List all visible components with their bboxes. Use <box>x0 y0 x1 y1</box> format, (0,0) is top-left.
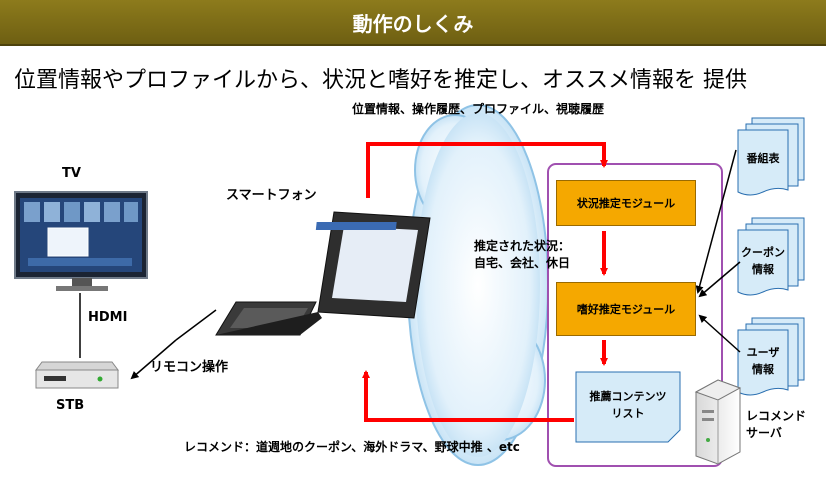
cloud-text-line: 推定された状況： <box>474 238 570 255</box>
stb-label: STB <box>56 398 84 413</box>
recommend-list-label: 推薦コンテンツ リスト <box>576 388 680 422</box>
server-icon <box>696 380 740 464</box>
user-info-line: ユーザ <box>738 344 788 361</box>
smartphone-label: スマートフォン <box>226 184 317 203</box>
coupon-info-line: 情報 <box>738 261 788 278</box>
remote-control-link <box>176 310 216 340</box>
recommend-server-label: レコメンド サーバ <box>746 408 806 442</box>
remote-control-label: リモコン操作 <box>150 356 228 375</box>
smartphone-icon <box>216 212 430 335</box>
preference-estimation-module: 嗜好推定モジュール <box>556 282 696 336</box>
cloud-text-line: 自宅、会社、休日 <box>474 255 570 272</box>
server-label-line: レコメンド <box>746 408 806 425</box>
cloud-shape <box>408 105 548 465</box>
recommend-list-line: リスト <box>576 405 680 422</box>
top-flow-label: 位置情報、操作履歴、プロファイル、視聴履歴 <box>352 100 604 117</box>
coupon-info-line: クーポン <box>738 244 788 261</box>
coupon-info-label: クーポン 情報 <box>738 244 788 278</box>
program-guide-label: 番組表 <box>738 150 788 167</box>
recommend-list-line: 推薦コンテンツ <box>576 388 680 405</box>
preference-module-label: 嗜好推定モジュール <box>577 301 675 317</box>
server-label-line: サーバ <box>746 425 806 442</box>
situation-estimation-module: 状況推定モジュール <box>556 180 696 226</box>
cloud-situation-text: 推定された状況： 自宅、会社、休日 <box>474 238 570 272</box>
stb-icon <box>36 362 118 388</box>
tv-label: TV <box>62 166 81 181</box>
tv-icon <box>15 192 147 291</box>
hdmi-label: HDMI <box>88 310 127 325</box>
situation-module-label: 状況推定モジュール <box>577 195 675 211</box>
user-info-line: 情報 <box>738 361 788 378</box>
bottom-flow-label: レコメンド：道週地のクーポン、海外ドラマ、野球中推 、etc <box>184 438 520 455</box>
user-info-label: ユーザ 情報 <box>738 344 788 378</box>
